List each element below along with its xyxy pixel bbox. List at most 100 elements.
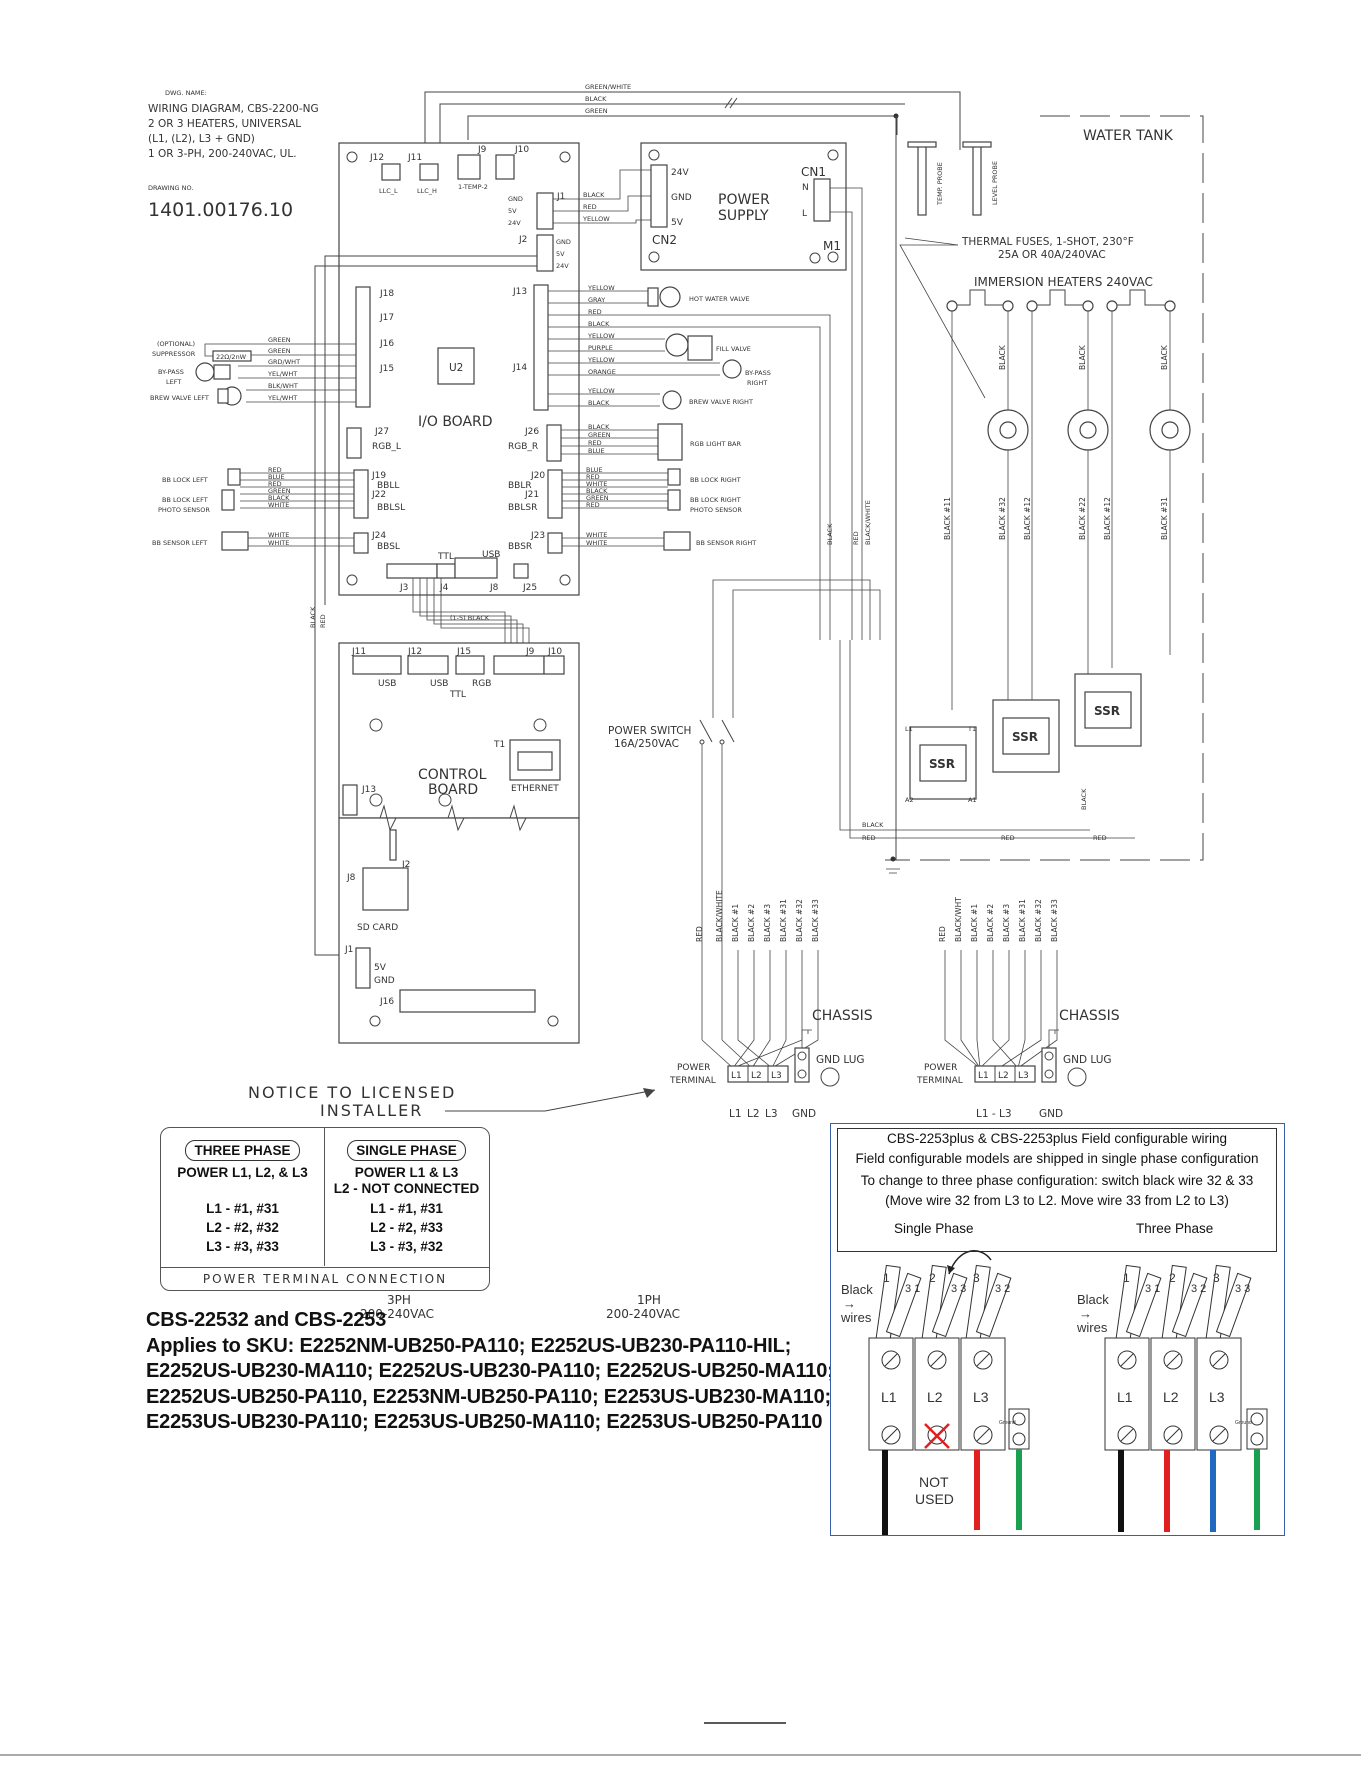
- conn-bbll: BBLL: [377, 481, 399, 491]
- t3-wire-3: BLACK #2: [747, 904, 756, 942]
- terminal-3ph: RED BLACK/WHITE BLACK #1 BLACK #2 BLACK …: [669, 890, 873, 1120]
- control-board-label-1: CONTROL: [418, 767, 487, 783]
- ssr-wire-red: RED: [862, 834, 876, 842]
- bb-lock-right-photo-1: BB LOCK RIGHT: [690, 496, 741, 504]
- j13-wire-3: RED: [588, 308, 602, 316]
- conn-j23: J23: [530, 531, 545, 541]
- ssr-group: SSR SSR SSR L1 T1 A2 A1 BLACK RED RED RE…: [839, 640, 1142, 874]
- field-config-line-4: (Move wire 32 from L3 to L2. Move wire 3…: [885, 1193, 1229, 1208]
- dwg-name-label: DWG. NAME:: [165, 89, 207, 97]
- field-config-line-1: CBS-2253plus & CBS-2253plus Field config…: [887, 1131, 1227, 1146]
- heater-lower-3: BLACK #12: [1023, 497, 1032, 540]
- j1-wire-yellow: YELLOW: [582, 215, 610, 223]
- j14-wire-4: ORANGE: [588, 368, 616, 376]
- three-phase-line-1: POWER L1, L2, & L3: [177, 1165, 308, 1180]
- three-tag-2: 2: [1169, 1271, 1176, 1285]
- t1-term-l2: L2: [998, 1071, 1009, 1081]
- power-supply: 24V GND 5V CN2 POWER SUPPLY CN1 N L M1 B…: [553, 142, 863, 640]
- conn-j3: J3: [399, 583, 408, 593]
- three-term-l2: L2: [1163, 1389, 1179, 1405]
- ground-lug-single: Ground: [999, 1420, 1016, 1426]
- field-config-box: CBS-2253plus & CBS-2253plus Field config…: [830, 1123, 1285, 1536]
- bypass-right-2: RIGHT: [747, 379, 767, 387]
- ssr-term-a1: A1: [968, 796, 977, 804]
- heaters: THERMAL FUSES, 1-SHOT, 230°F 25A OR 40A/…: [899, 236, 1191, 740]
- ssr-1-label: SSR: [929, 757, 955, 771]
- single-term-l1: L1: [881, 1389, 897, 1405]
- bb-sensor-right: BB SENSOR RIGHT: [696, 539, 756, 547]
- drawing-no-label: DRAWING NO.: [148, 184, 193, 192]
- conn-llc-l: LLC_L: [379, 187, 398, 195]
- j16-wire-1: GREEN: [268, 336, 291, 344]
- left-vert-red: RED: [319, 614, 327, 628]
- conn-j15: J15: [379, 364, 394, 374]
- conn-temp: 1-TEMP-2: [458, 183, 488, 191]
- top-wire-green: GREEN: [585, 107, 608, 115]
- io-board-label: I/O BOARD: [418, 414, 493, 430]
- t1-wire-7: BLACK #33: [1050, 899, 1059, 942]
- single-phase-line-3: L1 - #1, #31: [370, 1201, 443, 1216]
- single-tag-32: 3 2: [995, 1283, 1010, 1295]
- water-tank: WATER TANK TEMP. PROBE LEVEL PROBE: [885, 115, 1204, 861]
- single-tag-2: 2: [929, 1271, 936, 1285]
- io-board: U2 I/O BOARD J12 J11 J9 J10 LLC_L LLC_H …: [314, 142, 580, 956]
- title-line-2: 2 OR 3 HEATERS, UNIVERSAL: [148, 118, 301, 130]
- single-tag-33: 3 3: [951, 1283, 966, 1295]
- hot-water-valve: HOT WATER VALVE: [689, 295, 750, 303]
- bb-sensor-left-icon: [221, 531, 249, 551]
- three-phase-label: 3PH: [387, 1293, 411, 1307]
- three-phase-voltage: 200-240VAC: [360, 1307, 434, 1321]
- conn-j4: J4: [439, 583, 449, 593]
- photo-sensor-right-icon: [667, 489, 681, 511]
- t1-bottom-gnd: GND: [1039, 1108, 1063, 1120]
- rgb-wire-3: RED: [588, 439, 602, 447]
- j16-header: [399, 989, 536, 1013]
- photo-sensor-left-icon: [221, 489, 235, 511]
- single-phase-line-4: L2 - #2, #33: [370, 1220, 443, 1235]
- single-phase-column: SINGLE PHASE POWER L1 & L3 L2 - NOT CONN…: [325, 1128, 488, 1266]
- cn2-pin-gnd: GND: [671, 193, 692, 203]
- conn-llc-h: LLC_H: [417, 187, 437, 195]
- conn-j17: J17: [379, 313, 394, 323]
- right-devices: YELLOW GRAY RED BLACK HOT WATER VALVE YE…: [548, 284, 872, 640]
- cb-conn-j15: J15: [456, 647, 471, 657]
- t1-wire-2: BLACK #1: [970, 904, 979, 942]
- bb-sensor-left-wire-2: WHITE: [268, 539, 289, 547]
- top-wire-green-white: GREEN/WHITE: [585, 83, 631, 91]
- cb-j13: J13: [361, 785, 376, 795]
- bb-sensor-left: BB SENSOR LEFT: [152, 539, 207, 547]
- power-switch-label: POWER SWITCH: [608, 725, 691, 737]
- sku-line-1: Applies to SKU: E2252NM-UB250-PA110; E22…: [146, 1334, 792, 1357]
- sd-j1-gnd: GND: [374, 976, 395, 986]
- conn-rgb-r: RGB_R: [508, 442, 538, 452]
- suppressor-label-2: SUPPRESSOR: [152, 350, 196, 358]
- single-term-l2: L2: [927, 1389, 943, 1405]
- rgb-wire-1: BLACK: [588, 423, 610, 431]
- conn-bblsr: BBLSR: [508, 503, 537, 513]
- brew-valve-right: BREW VALVE RIGHT: [689, 398, 753, 406]
- ssr-wire-red-2: RED: [1001, 834, 1015, 842]
- j15-wire-2: YEL/WHT: [267, 370, 297, 378]
- sku-line-4: E2253US-UB230-PA110; E2253US-UB250-MA110…: [146, 1411, 823, 1433]
- notice: NOTICE TO LICENSED INSTALLER 3PH 200-240…: [248, 1083, 680, 1321]
- t3-earth-icon: [820, 1067, 840, 1087]
- fill-valve: FILL VALVE: [716, 345, 751, 353]
- m1-label: M1: [823, 239, 841, 253]
- t3-wire-0: RED: [695, 926, 704, 942]
- cn1-label: CN1: [801, 165, 826, 179]
- conn-bbsr: BBSR: [508, 542, 532, 552]
- t3-wire-6: BLACK #32: [795, 899, 804, 942]
- single-phase-line-1: POWER L1 & L3: [354, 1165, 459, 1180]
- sd-card-label: SD CARD: [357, 923, 398, 933]
- three-term-l1: L1: [1117, 1389, 1133, 1405]
- bb-sensor-right-wire-1: WHITE: [586, 531, 607, 539]
- t1-wire-0: RED: [938, 926, 947, 942]
- j1-pin-gnd: GND: [508, 195, 523, 203]
- control-board: (1-5) BLACK J11 J12 J15 J9 J10 USB USB R…: [338, 578, 580, 1044]
- ssr-term-t1: T1: [967, 725, 976, 733]
- three-phase-line-2: [161, 1181, 324, 1197]
- cb-label-usb-2: USB: [430, 679, 448, 689]
- rgb-light-bar-icon: [657, 423, 683, 461]
- bb-left-wire-3: RED: [268, 480, 282, 488]
- cb-label-ttl: TTL: [449, 690, 466, 700]
